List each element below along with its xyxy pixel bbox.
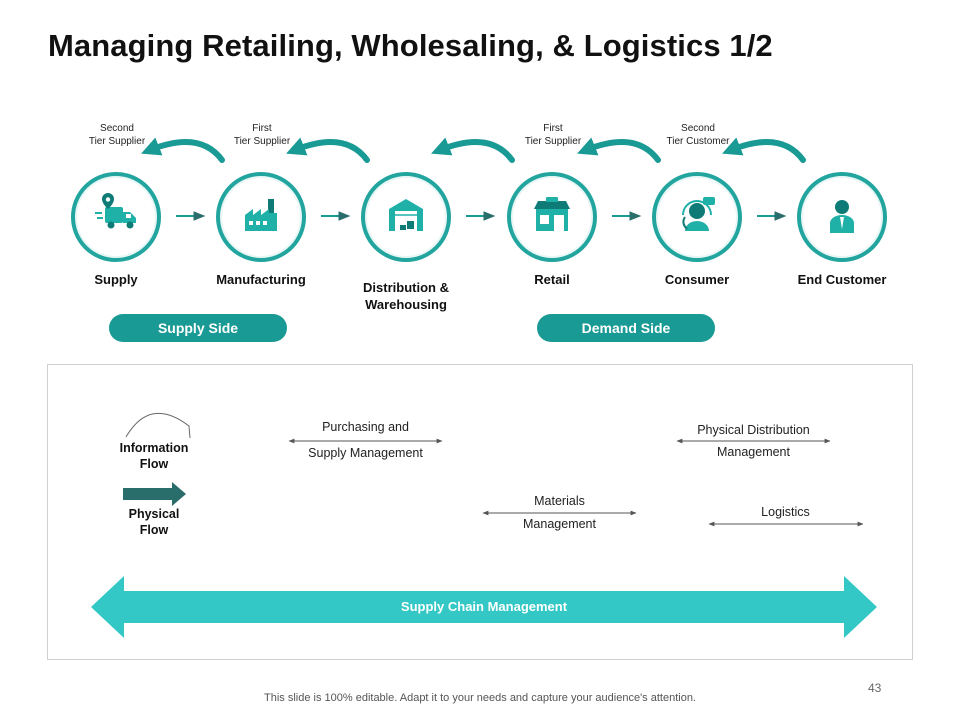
- physical-distribution-label-top: Physical Distribution: [697, 423, 810, 437]
- physical-flow-arrow: [123, 482, 186, 506]
- feedback-arrow-4: [577, 137, 661, 163]
- purchasing-label-bottom: Supply Management: [308, 446, 423, 460]
- delivery-truck-icon: [93, 192, 139, 240]
- node-manufacturing: [216, 172, 306, 262]
- feedback-arrow-3: [431, 137, 515, 163]
- supply-chain-banner-label: Supply Chain Management: [400, 599, 568, 614]
- information-flow-label: Information Flow: [119, 441, 189, 471]
- supply-side-pill: Supply Side: [109, 314, 287, 342]
- node-distribution: [361, 172, 451, 262]
- store-icon: [532, 195, 572, 240]
- logistics-label: Logistics: [761, 505, 810, 519]
- footer-note: This slide is 100% editable. Adapt it to…: [264, 692, 696, 704]
- node-end-customer: [797, 172, 887, 262]
- demand-side-pill: Demand Side: [537, 314, 715, 342]
- materials-label-bottom: Management: [523, 517, 596, 531]
- page-number: 43: [868, 681, 882, 695]
- node-label-supply: Supply: [94, 272, 138, 287]
- information-flow-arc: [125, 412, 191, 439]
- slide-title: Managing Retailing, Wholesaling, & Logis…: [48, 28, 773, 63]
- customer-service-icon: [677, 195, 717, 240]
- materials-label-top: Materials: [534, 494, 585, 508]
- purchasing-label-top: Purchasing and: [322, 420, 409, 434]
- node-label-consumer: Consumer: [664, 272, 730, 287]
- node-label-distribution: Distribution & Warehousing: [363, 280, 449, 312]
- node-label-retail: Retail: [534, 272, 570, 287]
- businessman-icon: [822, 195, 862, 240]
- feedback-arrow-2: [286, 137, 370, 163]
- node-label-end-customer: End Customer: [797, 272, 887, 287]
- node-label-manufacturing: Manufacturing: [216, 272, 306, 287]
- node-retail: [507, 172, 597, 262]
- physical-flow-label: Physical Flow: [128, 507, 180, 537]
- node-consumer: [652, 172, 742, 262]
- feedback-arrow-1: [141, 137, 225, 163]
- factory-icon: [241, 195, 281, 240]
- node-supply: [71, 172, 161, 262]
- feedback-arrow-5: [722, 137, 806, 163]
- warehouse-icon: [386, 195, 426, 240]
- supply-chain-banner-arrow: [91, 576, 877, 638]
- physical-distribution-label-bottom: Management: [717, 445, 790, 459]
